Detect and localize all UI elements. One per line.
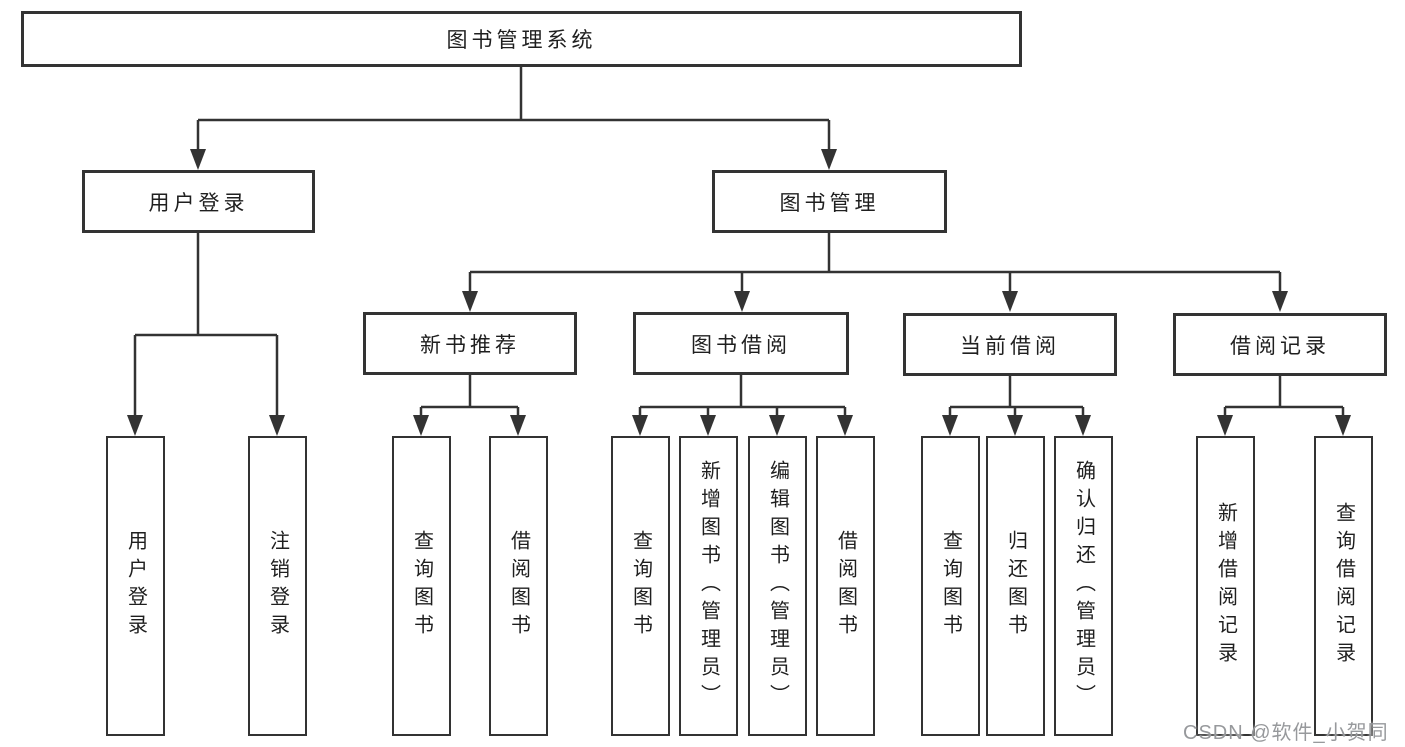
node-label: 图书管理: [779, 191, 880, 215]
node-new-book-recommend: 新书推荐: [363, 312, 577, 375]
node-label: 图书借阅: [691, 333, 791, 357]
leaf-edit-books-admin: 编辑图书（管理员）: [748, 436, 807, 736]
node-root-system: 图书管理系统: [21, 11, 1022, 67]
arrowheads: [127, 149, 1351, 436]
leaf-label: 确认归还（管理员）: [1072, 460, 1095, 712]
node-label: 新书推荐: [420, 333, 520, 357]
leaf-return-books: 归还图书: [986, 436, 1045, 736]
leaf-label: 查询图书: [629, 530, 652, 642]
node-book-management: 图书管理: [712, 170, 947, 233]
node-label: 借阅记录: [1230, 334, 1330, 358]
leaf-label: 借阅图书: [507, 530, 530, 642]
leaf-label: 查询图书: [410, 530, 433, 642]
leaf-user-login: 用户登录: [106, 436, 165, 736]
node-current-borrow: 当前借阅: [903, 313, 1117, 376]
leaf-label: 编辑图书（管理员）: [766, 460, 789, 712]
leaf-label: 借阅图书: [834, 530, 857, 642]
leaf-label: 用户登录: [124, 530, 147, 642]
leaf-label: 归还图书: [1004, 530, 1027, 642]
leaf-add-borrow-record: 新增借阅记录: [1196, 436, 1255, 736]
leaf-label: 查询图书: [939, 530, 962, 642]
node-book-borrow: 图书借阅: [633, 312, 849, 375]
node-borrow-records: 借阅记录: [1173, 313, 1387, 376]
node-label: 当前借阅: [960, 334, 1060, 358]
leaf-label: 查询借阅记录: [1332, 502, 1355, 670]
node-label: 图书管理系统: [446, 29, 597, 52]
node-label: 用户登录: [148, 191, 249, 215]
leaf-borrow-books: 借阅图书: [816, 436, 875, 736]
leaf-label: 新增借阅记录: [1214, 502, 1237, 670]
leaf-label: 新增图书（管理员）: [697, 460, 720, 712]
leaf-query-borrow-record: 查询借阅记录: [1314, 436, 1373, 736]
tree-edges: [133, 67, 1345, 417]
leaf-borrow-books-recommend: 借阅图书: [489, 436, 548, 736]
leaf-query-books-borrow: 查询图书: [611, 436, 670, 736]
watermark: CSDN @软件_小贺同学: [1183, 722, 1389, 744]
leaf-query-books-recommend: 查询图书: [392, 436, 451, 736]
leaf-logout: 注销登录: [248, 436, 307, 736]
leaf-query-books-current: 查询图书: [921, 436, 980, 736]
node-user-login: 用户登录: [82, 170, 315, 233]
leaf-label: 注销登录: [266, 530, 289, 642]
leaf-confirm-return-admin: 确认归还（管理员）: [1054, 436, 1113, 736]
leaf-add-books-admin: 新增图书（管理员）: [679, 436, 738, 736]
